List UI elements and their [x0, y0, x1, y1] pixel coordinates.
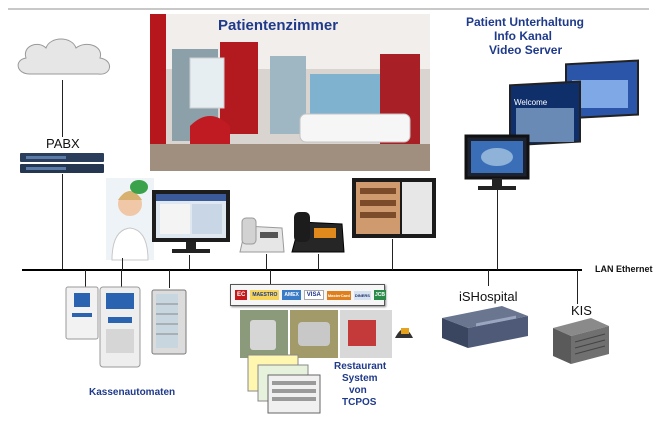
payment-terminals-image [240, 310, 392, 358]
wire-nurse [122, 258, 123, 270]
entertainment-line-2: Info Kanal [494, 29, 553, 43]
ishospital-label: iSHospital [459, 289, 518, 304]
restaurant-screenshots [247, 354, 321, 414]
kiosk-wall-unit [65, 286, 99, 340]
nurse-image [106, 178, 154, 261]
pabx-to-lan-wire [62, 174, 63, 270]
restaurant-line-1: Restaurant [334, 361, 387, 372]
office-phone-black [291, 212, 345, 253]
card-reader-icon [395, 328, 413, 338]
cloud-to-pabx-wire [62, 80, 63, 137]
pos-monitor [352, 178, 436, 238]
restaurant-line-3: von [349, 385, 367, 396]
card-logo-amex: AMEX [282, 290, 301, 300]
kis-label: KIS [571, 303, 592, 318]
cloud-icon [17, 38, 110, 75]
entertainment-screens [464, 59, 639, 190]
card-logo-diners: DINERS [353, 290, 371, 300]
card-logo-maestro: MAESTRO [250, 290, 280, 300]
vending-machine [151, 289, 187, 355]
lan-ethernet-label: LAN Ethernet [595, 264, 653, 274]
green-logo-icon [130, 180, 148, 194]
patient-room-title: Patientenzimmer [218, 17, 339, 34]
pabx-device [20, 153, 104, 173]
kassenautomaten-label: Kassenautomaten [89, 387, 176, 398]
entertainment-line-1: Patient Unterhaltung [466, 15, 585, 29]
ishospital-server [442, 306, 528, 348]
wire-kiosk-3 [169, 270, 170, 288]
wire-monitor [189, 255, 190, 270]
wire-kiosk-2 [121, 270, 122, 288]
card-logo-mastercard: MasterCard [326, 290, 351, 300]
patient-room-image [150, 14, 430, 171]
payment-cards-strip: EC MAESTRO AMEX VISA MasterCard DINERS J… [230, 284, 386, 306]
wire-entertainment [497, 190, 498, 270]
welcome-screen-text: Welcome [514, 98, 548, 107]
card-logo-ec: EC [235, 290, 248, 300]
kis-server [553, 318, 609, 364]
pabx-label: PABX [46, 136, 80, 151]
wire-ishospital [488, 270, 489, 286]
card-logo-jcb: JCB [373, 290, 386, 300]
restaurant-line-2: System [342, 373, 378, 384]
office-phone-white [239, 217, 285, 253]
wire-kis [577, 270, 578, 304]
card-logo-visa: VISA [303, 290, 324, 300]
wire-phone-white [266, 254, 267, 270]
kiosk-standing-unit [99, 286, 141, 368]
wire-phone-black [318, 254, 319, 270]
entertainment-line-3: Video Server [489, 43, 563, 57]
desktop-monitor [152, 190, 230, 253]
lan-backbone [22, 269, 582, 271]
wire-pos [392, 239, 393, 270]
wire-kiosk-1 [85, 270, 86, 288]
wire-cards [270, 270, 271, 284]
restaurant-line-4: TCPOS [342, 397, 377, 408]
top-rule [8, 8, 649, 10]
